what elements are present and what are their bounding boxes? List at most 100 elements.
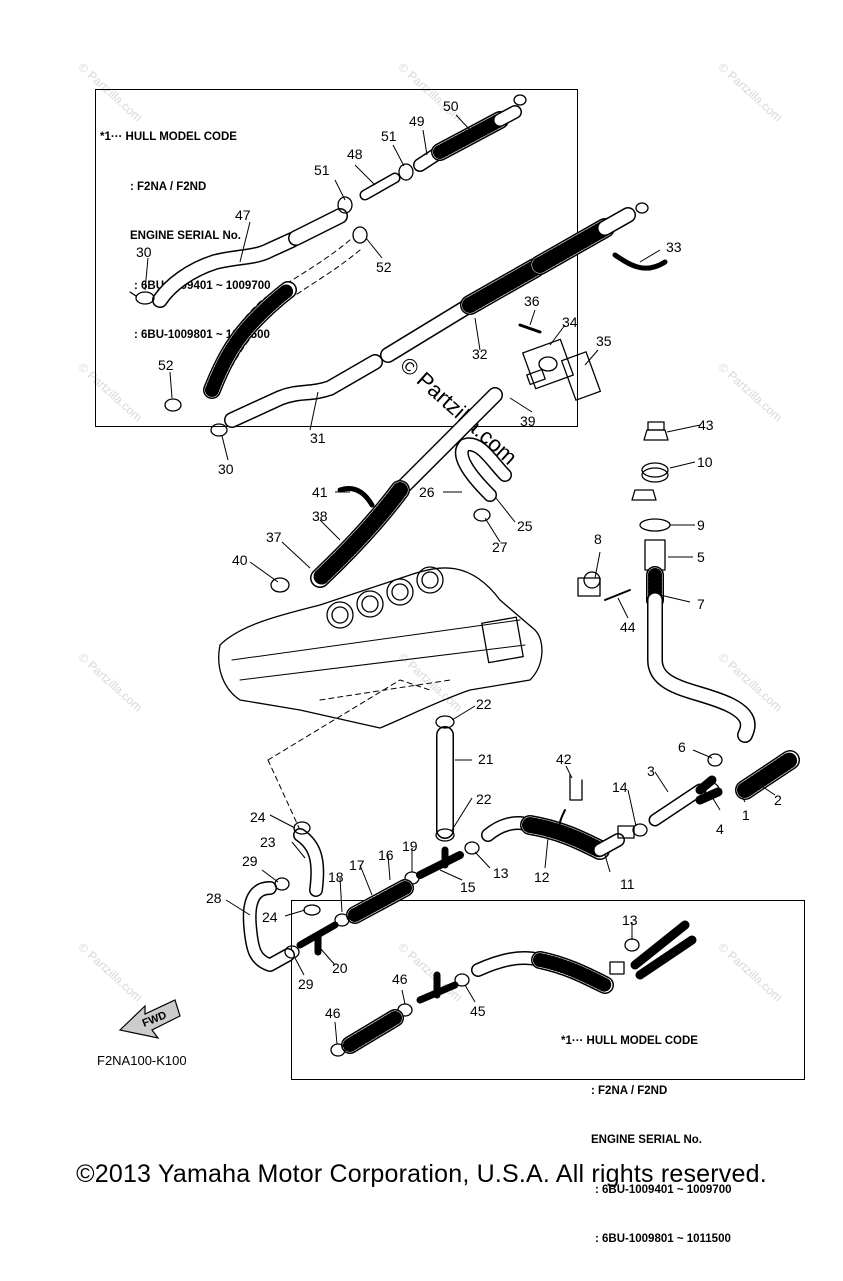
callout-24: 24 (250, 809, 266, 825)
hose-28 (242, 881, 295, 972)
strap-33 (612, 252, 668, 271)
hull-note-line: : F2NA / F2ND (591, 1084, 668, 1097)
dashed-line (267, 679, 431, 761)
callout-25: 25 (517, 518, 533, 534)
hull-note-line: ENGINE SERIAL No. (130, 230, 241, 242)
joint-20 (296, 921, 339, 956)
callout-38: 38 (312, 508, 328, 524)
callout-47: 47 (235, 207, 251, 223)
parts-diagram: © Partzilla.com © Partzilla.com © Partzi… (76, 60, 805, 1245)
clamp-51 (337, 196, 353, 214)
callout-15: 15 (460, 879, 476, 895)
callout-1: 1 (742, 807, 750, 823)
clamp-46 (330, 1043, 346, 1057)
callout-19: 19 (402, 838, 418, 854)
callout-46: 46 (392, 971, 408, 987)
joint-14 (617, 825, 635, 839)
clamp-24 (303, 904, 321, 916)
callout-13: 13 (493, 865, 509, 881)
clamp-14 (632, 823, 648, 837)
clip-42 (558, 774, 583, 841)
callout-24: 24 (262, 909, 278, 925)
pin-44 (604, 589, 631, 601)
callout-51: 51 (314, 162, 330, 178)
clamp-32 (635, 202, 649, 214)
clamp-51b (398, 163, 414, 181)
callout-48: 48 (347, 146, 363, 162)
bolt-36 (518, 323, 542, 334)
callout-16: 16 (378, 847, 394, 863)
t-joint-bottom (416, 971, 459, 1004)
callout-35: 35 (596, 333, 612, 349)
gasket-35 (560, 351, 602, 401)
callout-49: 49 (409, 113, 425, 129)
hose-2 (735, 750, 800, 800)
callout-18: 18 (328, 869, 344, 885)
hose-ghost (217, 249, 361, 393)
clamp-22 (435, 828, 455, 842)
callout-28: 28 (206, 890, 222, 906)
bracket-34 (522, 338, 574, 390)
callout-22: 22 (476, 791, 492, 807)
y-joint-3 (648, 775, 723, 827)
hose-bottom-variant (471, 951, 614, 994)
clamp-40 (270, 577, 290, 593)
clamp-30-top (129, 291, 155, 305)
hose-32 (380, 207, 636, 363)
callout-43: 43 (698, 417, 714, 433)
callout-numbers: 30 47 51 48 51 49 50 52 33 36 34 35 32 3… (136, 98, 782, 1021)
callout-34: 34 (562, 314, 578, 330)
fitting-5 (644, 539, 666, 571)
callout-37: 37 (266, 529, 282, 545)
callout-36: 36 (524, 293, 540, 309)
callout-45: 45 (470, 1003, 486, 1019)
callout-13: 13 (622, 912, 638, 928)
clamp-6 (707, 753, 723, 767)
clamp-52 (352, 226, 368, 244)
callout-26: 26 (419, 484, 435, 500)
hull-note-line: : 6BU-1009801 ~ 1011500 (595, 1233, 731, 1245)
dashed-line (267, 759, 301, 831)
callout-9: 9 (697, 517, 705, 533)
callout-22: 22 (476, 696, 492, 712)
callout-52: 52 (376, 259, 392, 275)
callout-11: 11 (620, 876, 635, 892)
hull-note-line: : 6BU-1009401 ~ 1009700 (595, 1183, 732, 1196)
callout-10: 10 (697, 454, 713, 470)
hose-23 (293, 828, 325, 897)
clamp-27 (473, 508, 491, 522)
hose-50 (413, 105, 522, 172)
clamp-45 (454, 973, 470, 987)
callout-33: 33 (666, 239, 682, 255)
callout-32: 32 (472, 346, 488, 362)
diagram-drawing: FWD (118, 94, 800, 1057)
callout-30: 30 (218, 461, 234, 477)
clamp-52b (164, 398, 182, 412)
hose-25 (454, 437, 512, 502)
callout-46: 46 (325, 1005, 341, 1021)
fwd-arrow-icon: FWD (118, 999, 181, 1039)
clamp-13-bottom (624, 938, 640, 952)
callout-6: 6 (678, 739, 686, 755)
diagram-code: F2NA100-K100 (97, 1053, 187, 1068)
callout-42: 42 (556, 751, 572, 767)
callout-8: 8 (594, 531, 602, 547)
hull-note-line: *1··· HULL MODEL CODE (100, 131, 237, 143)
callout-52: 52 (158, 357, 174, 373)
callout-17: 17 (349, 857, 365, 873)
callout-27: 27 (492, 539, 508, 555)
y-joint-bottom (630, 920, 697, 980)
fitting-48 (359, 172, 401, 201)
callout-29: 29 (242, 853, 258, 869)
hose-31 (224, 354, 383, 428)
hose-7 (646, 566, 756, 743)
callout-3: 3 (647, 763, 655, 779)
clamp-50 (513, 94, 527, 106)
hose-47 (152, 208, 348, 308)
callout-40: 40 (232, 552, 248, 568)
clamp-29-top (274, 877, 290, 891)
callout-7: 7 (697, 596, 705, 612)
bracket-8 (577, 571, 601, 597)
callout-12: 12 (534, 869, 550, 885)
joint-15 (416, 846, 464, 879)
